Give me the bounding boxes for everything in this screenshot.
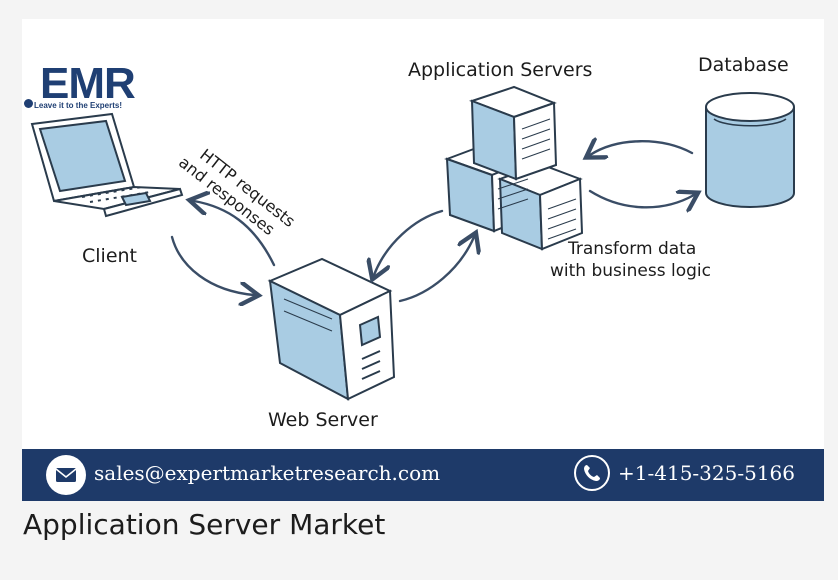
web-server-label: Web Server (268, 409, 378, 431)
transform-label-line2: with business logic (550, 261, 711, 281)
architecture-diagram (30, 85, 795, 401)
client-label: Client (82, 245, 138, 267)
mail-icon (46, 455, 86, 495)
logo-text: EMR (40, 59, 136, 108)
logo-tagline: Leave it to the Experts! (34, 101, 123, 110)
contact-phone[interactable]: +1-415-325-5166 (618, 461, 796, 485)
laptop-icon (30, 112, 184, 218)
emr-logo: EMR Leave it to the Experts! (22, 39, 142, 114)
web-server-icon (267, 257, 396, 401)
contact-email[interactable]: sales@expertmarketresearch.com (94, 461, 441, 485)
database-label: Database (698, 54, 789, 76)
application-servers-icon (444, 85, 584, 251)
arrow-client-to-web (170, 235, 254, 295)
caption: Application Server Market (23, 508, 386, 541)
arrow-app-to-db (588, 191, 694, 207)
logo-dot-icon (24, 99, 33, 108)
transform-label-line1: Transform data (568, 239, 697, 259)
diagram-figure: EMR Leave it to the Experts! Client Web … (22, 19, 824, 501)
arrow-db-to-app (590, 141, 694, 155)
database-icon (705, 92, 795, 208)
contact-bar: sales@expertmarketresearch.com +1-415-32… (22, 449, 824, 501)
arrow-app-to-web (374, 209, 444, 275)
arrow-web-to-app (398, 237, 474, 303)
application-servers-label: Application Servers (408, 59, 593, 81)
phone-icon (574, 455, 610, 491)
arrow-web-to-client (194, 201, 276, 267)
